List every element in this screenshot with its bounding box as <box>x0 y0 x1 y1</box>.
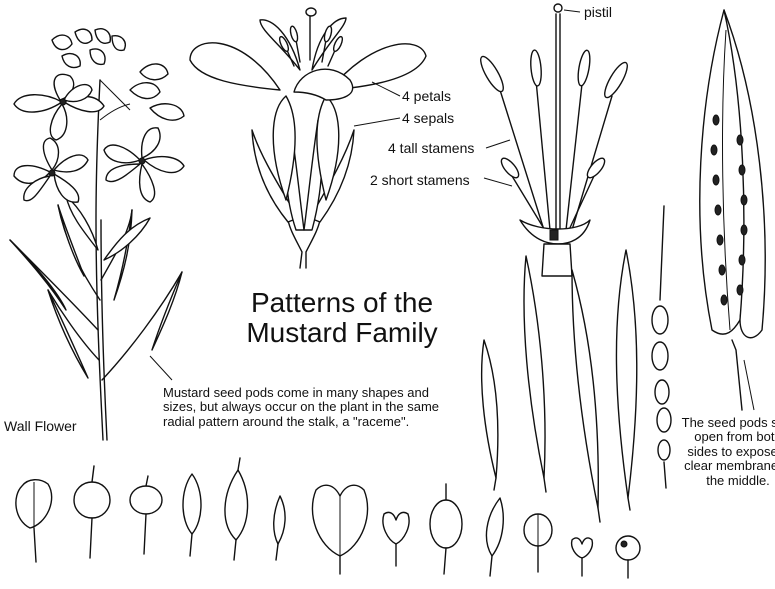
pistil-leader-line <box>564 10 580 12</box>
tall-stamens-leader-line <box>486 140 510 148</box>
petals-label: 4 petals <box>402 88 451 104</box>
pod-shape <box>616 536 640 578</box>
pod-shape <box>524 514 552 572</box>
pod-shape <box>274 496 285 560</box>
pod-shape <box>225 458 248 560</box>
open-seed-pod-illustration <box>700 10 765 410</box>
pod-shape <box>572 538 593 576</box>
wall-flower-illustration <box>10 29 184 440</box>
caption-leader-line <box>150 356 172 380</box>
sepals-leader-line <box>354 118 400 126</box>
title-line-2: Mustard Family <box>222 318 462 348</box>
tall-stamens-label: 4 tall stamens <box>388 140 474 156</box>
pod-shapes-row <box>16 458 640 578</box>
pod-shape <box>183 474 201 556</box>
wall-flower-bloom <box>14 138 88 202</box>
pod-shape <box>383 512 409 566</box>
seed-pod-note: The seed pods split open from both sides… <box>678 416 775 488</box>
pod-shape <box>16 480 52 562</box>
wall-flower-bloom <box>104 128 184 202</box>
title-line-1: Patterns of the <box>222 288 462 318</box>
flower-cross-section <box>190 8 426 268</box>
sepals-label: 4 sepals <box>402 110 454 126</box>
pod-shape <box>130 476 162 554</box>
raceme-caption: Mustard seed pods come in many shapes an… <box>163 386 463 429</box>
wall-flower-bloom <box>14 74 104 140</box>
pod-shape <box>312 485 367 574</box>
pod-shape <box>430 484 462 574</box>
short-stamens-label: 2 short stamens <box>370 172 470 188</box>
diagram-title: Patterns of the Mustard Family <box>222 288 462 348</box>
pod-shape <box>486 498 503 576</box>
pod-shape <box>74 466 110 558</box>
pistil-label: pistil <box>584 4 612 20</box>
elongated-pods-group <box>482 206 671 522</box>
wall-flower-label: Wall Flower <box>4 418 77 434</box>
membrane-leader-line <box>744 360 754 410</box>
petals-leader-line <box>372 82 400 96</box>
short-stamens-leader-line <box>484 178 512 186</box>
stamens-pistil-illustration <box>477 4 631 276</box>
